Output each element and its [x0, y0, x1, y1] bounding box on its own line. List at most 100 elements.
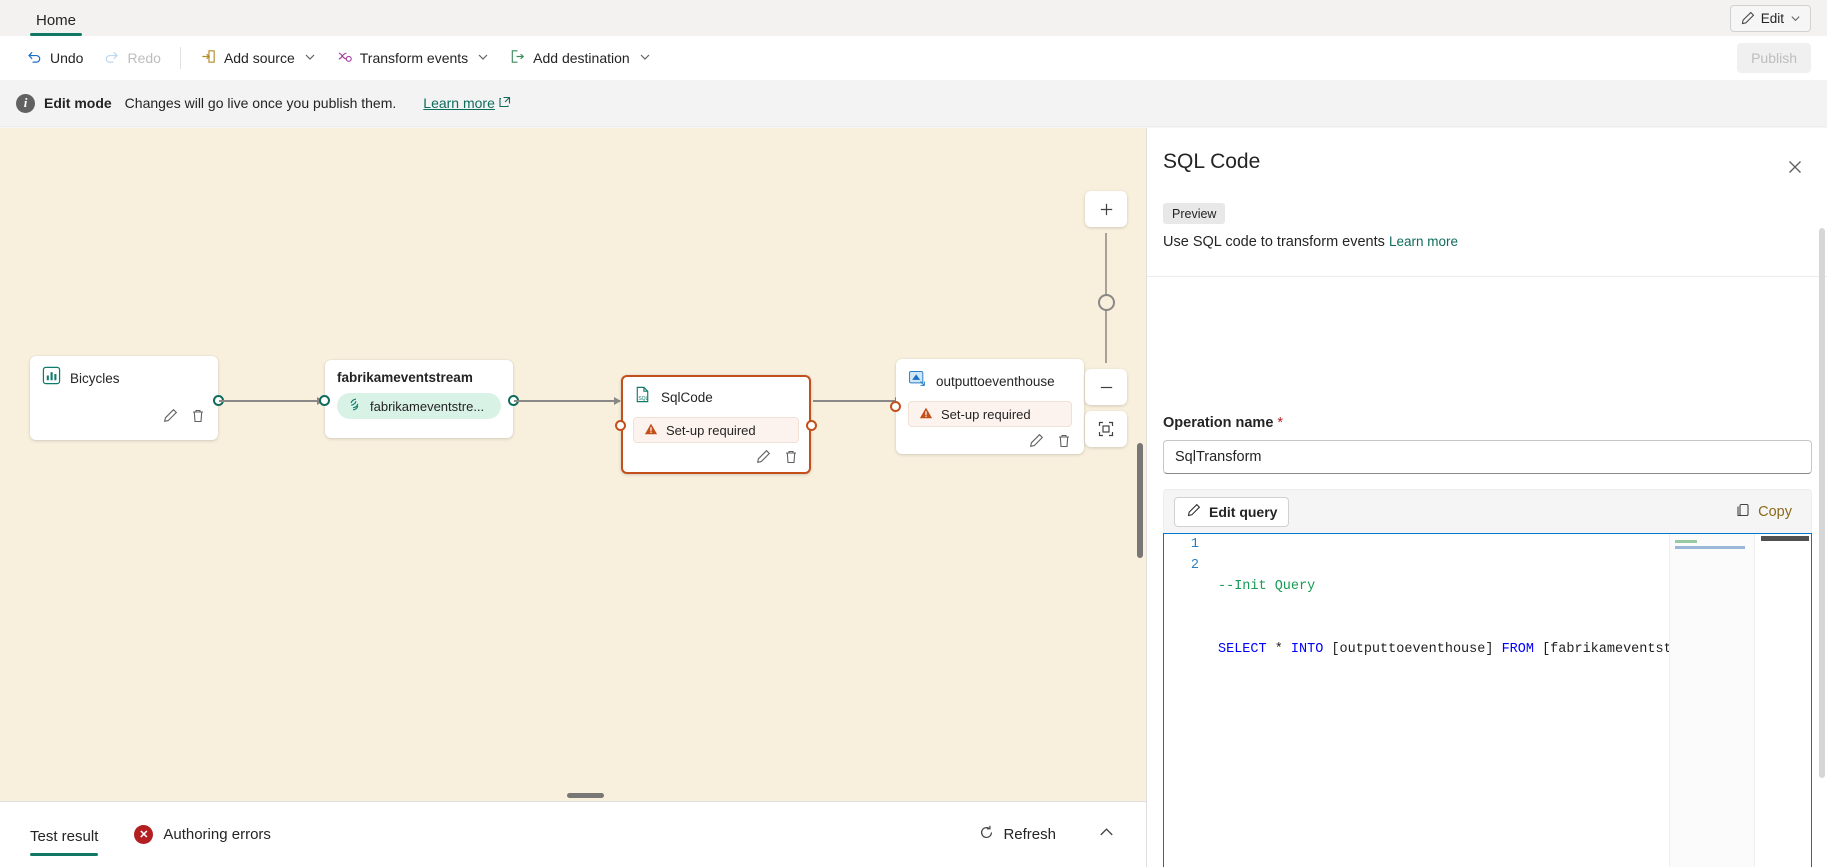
code-line: SELECT * INTO [outputtoeventhouse] FROM …: [1208, 639, 1811, 660]
refresh-button[interactable]: Refresh: [978, 824, 1056, 845]
node-input-port[interactable]: [890, 401, 901, 412]
code-token: --Init Query: [1218, 579, 1316, 594]
fit-to-screen-button[interactable]: [1085, 411, 1127, 447]
line-number: 1: [1190, 537, 1199, 552]
panel-learn-more-link[interactable]: Learn more: [1388, 234, 1458, 249]
add-source-button[interactable]: Add source: [190, 43, 326, 73]
copy-label: Copy: [1758, 503, 1792, 520]
zoom-out-button[interactable]: [1085, 369, 1127, 405]
code-token: FROM: [1501, 642, 1534, 657]
eventstream-canvas[interactable]: Bicycles fabrikameventstream: [0, 128, 1146, 801]
close-icon[interactable]: [1781, 153, 1809, 181]
transform-events-icon: [336, 48, 353, 68]
chevron-down-icon: [304, 50, 316, 66]
node-output-port[interactable]: [806, 420, 817, 431]
line-number: 2: [1190, 558, 1199, 573]
banner-learn-more-link[interactable]: Learn more: [423, 95, 511, 111]
authoring-errors-label: Authoring errors: [163, 826, 271, 843]
panel-vertical-scrollbar[interactable]: [1819, 228, 1825, 778]
error-icon: ✕: [134, 825, 154, 844]
transform-events-button[interactable]: Transform events: [326, 43, 499, 73]
node-title: SqlCode: [661, 389, 713, 405]
command-bar: Undo Redo Add source Transform events: [0, 36, 1827, 80]
canvas-node-fabrikameventstream[interactable]: fabrikameventstream fabrikameventstre...: [319, 360, 519, 438]
bottom-bar: Test result ✕ Authoring errors Refresh: [0, 801, 1146, 867]
edit-node-icon[interactable]: [1028, 433, 1044, 454]
edit-node-icon[interactable]: [162, 408, 178, 429]
operation-name-label-text: Operation name: [1163, 415, 1274, 431]
copy-button[interactable]: Copy: [1726, 497, 1801, 527]
node-header: SQL SqlCode: [633, 385, 799, 409]
required-marker: *: [1277, 415, 1284, 431]
zoom-slider[interactable]: [1085, 233, 1127, 363]
editor-minimap[interactable]: [1669, 534, 1755, 867]
tab-strip: Home Edit: [0, 0, 1827, 36]
canvas-resize-handle[interactable]: [567, 793, 604, 798]
canvas-vertical-scrollbar[interactable]: [1137, 443, 1143, 558]
add-destination-button[interactable]: Add destination: [499, 43, 661, 73]
undo-label: Undo: [50, 50, 84, 66]
svg-text:SQL: SQL: [638, 396, 648, 402]
eventstream-icon: [347, 397, 362, 415]
minimap-line: [1675, 546, 1745, 549]
tab-home[interactable]: Home: [30, 12, 83, 36]
zoom-slider-thumb[interactable]: [1097, 294, 1115, 311]
pencil-icon: [1740, 11, 1755, 26]
panel-description: Use SQL code to transform events Learn m…: [1163, 234, 1458, 250]
minimap-line: [1675, 540, 1697, 543]
collapse-panel-button[interactable]: [1097, 823, 1116, 847]
editor-code-area[interactable]: --Init Query SELECT * INTO [outputtoeven…: [1208, 534, 1811, 867]
authoring-errors-chip[interactable]: ✕ Authoring errors: [134, 825, 271, 844]
refresh-label: Refresh: [1003, 826, 1056, 843]
operation-name-input[interactable]: [1163, 440, 1812, 474]
add-source-icon: [200, 48, 217, 68]
delete-node-icon[interactable]: [1056, 433, 1072, 454]
node-input-port[interactable]: [319, 395, 330, 406]
canvas-node-sqlcode[interactable]: SQL SqlCode Set-up required: [615, 375, 817, 474]
node-title: outputtoeventhouse: [936, 373, 1055, 389]
node-title: fabrikameventstream: [337, 370, 473, 385]
zoom-in-button[interactable]: [1085, 191, 1127, 227]
warning-icon: [644, 422, 658, 439]
preview-badge: Preview: [1163, 203, 1226, 224]
edit-query-button[interactable]: Edit query: [1174, 496, 1290, 527]
node-status-pill: Set-up required: [633, 417, 799, 443]
node-actions: [42, 408, 206, 429]
delete-node-icon[interactable]: [190, 408, 206, 429]
node-status-label: Set-up required: [666, 422, 756, 438]
tab-home-label: Home: [36, 12, 77, 29]
edit-mode-button[interactable]: Edit: [1729, 5, 1811, 32]
copy-icon: [1735, 502, 1751, 522]
code-token: SELECT: [1218, 642, 1267, 657]
edit-button-label: Edit: [1760, 11, 1784, 26]
node-stream-pill-label: fabrikameventstre...: [370, 398, 485, 414]
edit-node-icon[interactable]: [755, 449, 771, 470]
panel-title: SQL Code: [1163, 150, 1261, 173]
editor-toolbar: Edit query Copy: [1163, 489, 1812, 533]
node-input-port[interactable]: [615, 420, 626, 431]
publish-button: Publish: [1737, 43, 1811, 73]
node-title: Bicycles: [70, 370, 120, 386]
chevron-down-icon: [639, 50, 651, 66]
code-token: INTO: [1290, 642, 1324, 657]
panel-description-text: Use SQL code to transform events: [1163, 234, 1385, 250]
external-link-icon: [499, 95, 511, 111]
add-destination-label: Add destination: [533, 50, 630, 66]
tab-test-result[interactable]: Test result: [30, 827, 99, 856]
undo-button[interactable]: Undo: [16, 43, 93, 73]
node-stream-pill: fabrikameventstre...: [337, 393, 501, 419]
node-header: outputtoeventhouse: [908, 369, 1072, 393]
code-token: [fabrikameventstr: [1533, 642, 1680, 657]
delete-node-icon[interactable]: [783, 449, 799, 470]
operation-name-label: Operation name *: [1163, 415, 1283, 431]
editor-vertical-scrollbar[interactable]: [1761, 536, 1809, 541]
code-token: *: [1266, 642, 1291, 657]
warning-icon: [919, 406, 933, 423]
sql-code-editor[interactable]: 1 2 --Init Query SELECT * INTO [outputto…: [1163, 533, 1812, 867]
canvas-node-outputtoeventhouse[interactable]: outputtoeventhouse Set-up required: [890, 359, 1084, 454]
canvas-node-bicycles[interactable]: Bicycles: [30, 356, 224, 440]
tab-test-result-label: Test result: [30, 827, 99, 845]
add-destination-icon: [509, 48, 526, 68]
banner-title: Edit mode: [44, 95, 112, 111]
eventhouse-icon: [908, 369, 927, 393]
